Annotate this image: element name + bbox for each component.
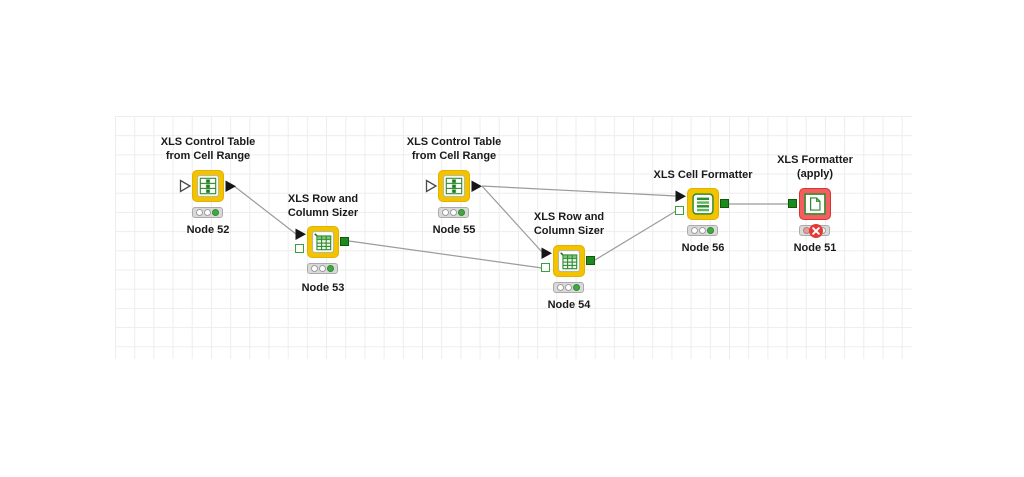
status-light-green xyxy=(327,265,334,272)
output-port[interactable] xyxy=(720,199,729,208)
status-light-red xyxy=(442,209,449,216)
connection-edge[interactable] xyxy=(594,210,677,261)
node-title: XLS Formatter (apply) xyxy=(777,154,853,180)
connection-edge[interactable] xyxy=(481,185,543,253)
row-column-sizer-icon xyxy=(558,250,580,272)
output-port[interactable] xyxy=(471,180,483,198)
status-traffic-light xyxy=(438,207,469,218)
node-label: Node 52 xyxy=(186,224,230,236)
node-title: XLS Row and Column Sizer xyxy=(287,193,359,219)
status-traffic-light xyxy=(307,263,338,274)
status-light-green xyxy=(458,209,465,216)
node-title: XLS Row and Column Sizer xyxy=(533,211,605,237)
node-icon-formatter-apply[interactable] xyxy=(799,188,831,220)
error-badge-icon xyxy=(809,224,823,238)
input-port[interactable] xyxy=(541,247,553,265)
input-port[interactable] xyxy=(295,228,307,246)
row-column-sizer-icon xyxy=(312,231,334,253)
node-54[interactable]: XLS Row and Column Sizer Node 5 xyxy=(534,211,604,311)
status-traffic-light xyxy=(799,224,830,238)
status-light-red xyxy=(196,209,203,216)
status-light-yellow xyxy=(699,227,706,234)
node-52[interactable]: XLS Control Table from Cell Range xyxy=(161,136,256,236)
input-port[interactable] xyxy=(425,179,438,198)
formatter-apply-icon xyxy=(804,193,826,215)
optional-input-port[interactable] xyxy=(295,244,304,253)
control-table-icon xyxy=(443,175,465,197)
cell-formatter-icon xyxy=(692,193,714,215)
node-icon-row-column-sizer[interactable] xyxy=(553,245,585,277)
status-light-green xyxy=(573,284,580,291)
status-light-yellow xyxy=(450,209,457,216)
connection-edge[interactable] xyxy=(233,185,297,235)
workflow-canvas[interactable] xyxy=(115,116,912,359)
input-port[interactable] xyxy=(179,179,192,198)
status-light-red xyxy=(557,284,564,291)
status-traffic-light xyxy=(553,282,584,293)
node-label: Node 56 xyxy=(681,242,725,254)
status-light-yellow xyxy=(204,209,211,216)
node-icon-cell-formatter[interactable] xyxy=(687,188,719,220)
connection-edge[interactable] xyxy=(348,240,543,269)
node-51[interactable]: XLS Formatter (apply) Node 51 xyxy=(777,154,853,254)
node-title: XLS Control Table from Cell Range xyxy=(160,136,256,162)
status-traffic-light xyxy=(192,207,223,218)
node-icon-row-column-sizer[interactable] xyxy=(307,226,339,258)
output-port[interactable] xyxy=(340,237,349,246)
node-label: Node 54 xyxy=(547,299,591,311)
node-label: Node 51 xyxy=(793,242,837,254)
status-light-green xyxy=(707,227,714,234)
optional-input-port[interactable] xyxy=(541,263,550,272)
status-light-red xyxy=(691,227,698,234)
node-icon-control-table[interactable] xyxy=(192,170,224,202)
control-table-icon xyxy=(197,175,219,197)
node-icon-control-table[interactable] xyxy=(438,170,470,202)
node-label: Node 55 xyxy=(432,224,476,236)
status-traffic-light xyxy=(687,225,718,236)
input-port[interactable] xyxy=(788,199,797,208)
node-title: XLS Cell Formatter xyxy=(653,169,753,181)
status-light-red xyxy=(311,265,318,272)
output-port[interactable] xyxy=(586,256,595,265)
output-port[interactable] xyxy=(225,180,237,198)
node-label: Node 53 xyxy=(301,282,345,294)
node-title: XLS Control Table from Cell Range xyxy=(406,136,502,162)
status-light-yellow xyxy=(565,284,572,291)
node-53[interactable]: XLS Row and Column Sizer Node 5 xyxy=(288,193,358,294)
node-55[interactable]: XLS Control Table from Cell Range xyxy=(407,136,502,236)
status-light-green xyxy=(212,209,219,216)
optional-input-port[interactable] xyxy=(675,206,684,215)
status-light-yellow xyxy=(319,265,326,272)
node-56[interactable]: XLS Cell Formatter Node 56 xyxy=(653,169,752,254)
connection-edge[interactable] xyxy=(481,185,677,197)
input-port[interactable] xyxy=(675,190,687,208)
